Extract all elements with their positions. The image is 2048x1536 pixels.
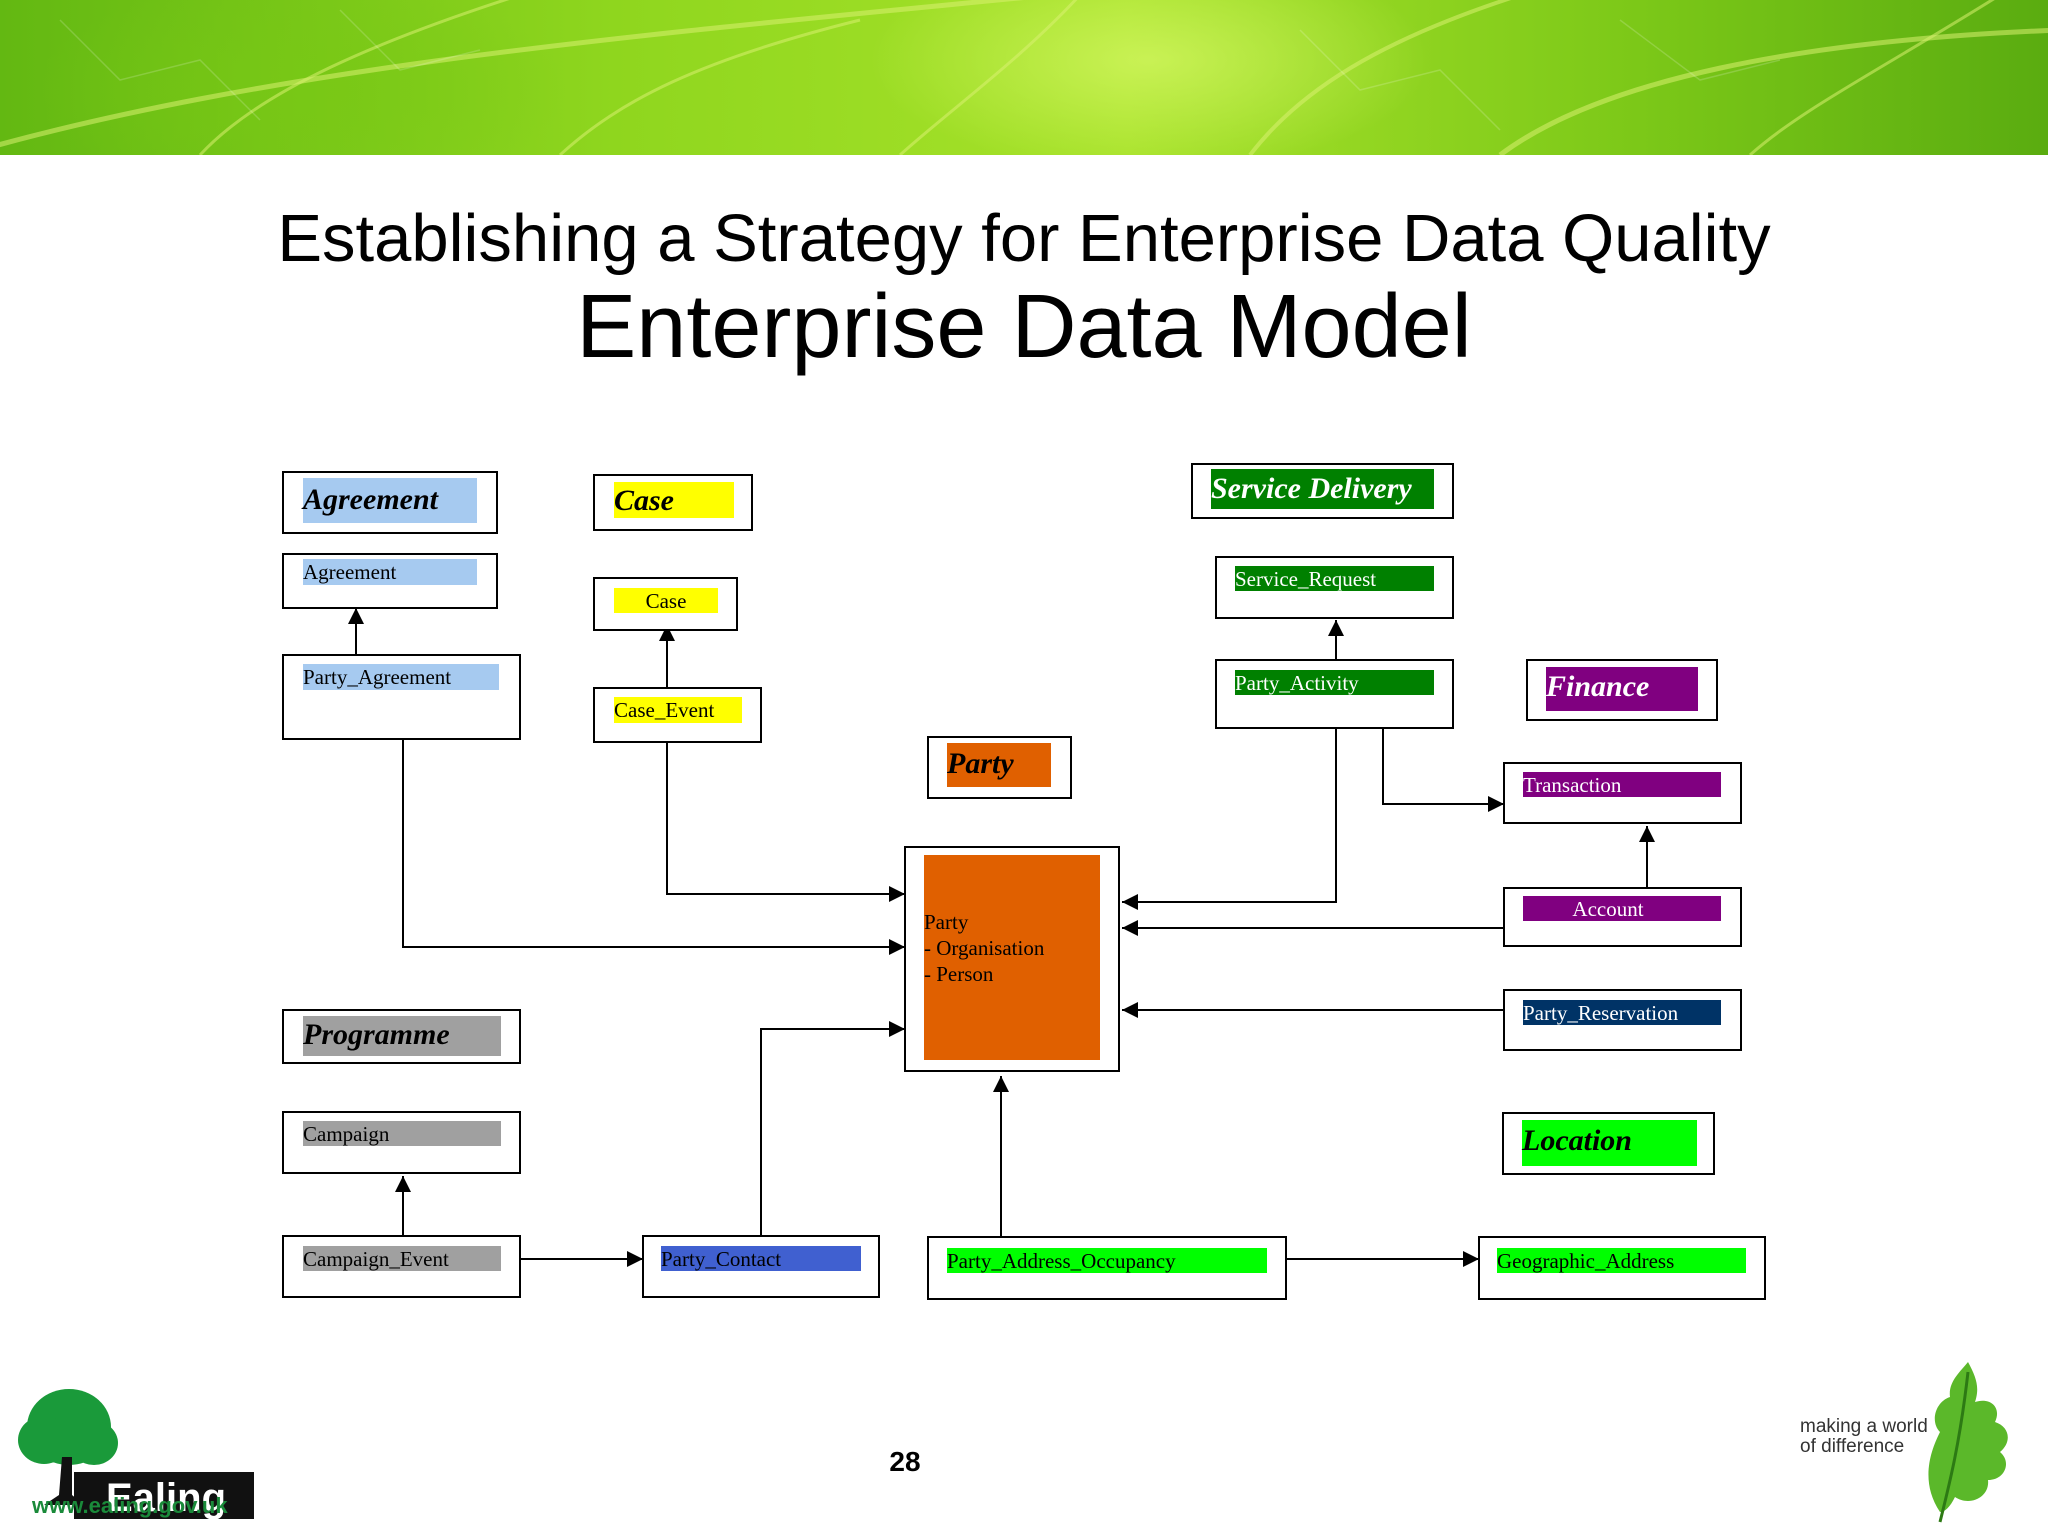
- website-link[interactable]: www.ealing.gov.uk: [32, 1493, 228, 1518]
- group-header-service-delivery: Service Delivery: [1191, 463, 1454, 519]
- leaf-banner: [0, 0, 2048, 155]
- entity-campaign: Campaign: [282, 1111, 521, 1174]
- entity-label-party-address-occupancy: Party_Address_Occupancy: [947, 1249, 1176, 1273]
- tree-icon: Ealing: [18, 1389, 256, 1520]
- entity-label-transaction: Transaction: [1523, 773, 1622, 797]
- entity-party-activity: Party_Activity: [1215, 659, 1454, 729]
- group-header-case: Case: [593, 474, 753, 531]
- connectors: [348, 608, 1655, 1267]
- group-label-agreement: Agreement: [301, 483, 440, 516]
- making-a-world-of-difference-logo: making a world of difference: [1790, 1362, 2030, 1527]
- entity-account: Account: [1503, 887, 1742, 947]
- entity-label-campaign: Campaign: [303, 1122, 390, 1146]
- entity-party-contact: Party_Contact: [642, 1235, 880, 1298]
- entity-case-event: Case_Event: [593, 687, 762, 743]
- connector-party-agreement-to-party: [402, 740, 905, 955]
- party-entity-line-2: - Organisation: [924, 936, 1045, 960]
- entity-service-request: Service_Request: [1215, 556, 1454, 619]
- group-label-party: Party: [946, 747, 1014, 780]
- tagline-line-1: making a world: [1800, 1416, 1928, 1437]
- entity-party-agreement: Party_Agreement: [282, 654, 521, 740]
- entity-label-party-contact: Party_Contact: [661, 1247, 781, 1271]
- slide-title: Enterprise Data Model: [576, 277, 1472, 377]
- group-label-service-delivery: Service Delivery: [1211, 472, 1412, 505]
- group-header-programme: Programme: [282, 1009, 521, 1064]
- group-label-finance: Finance: [1545, 670, 1649, 703]
- party-entity-line-3: - Person: [924, 962, 994, 986]
- group-header-location: Location: [1502, 1112, 1715, 1175]
- slide-subtitle: Establishing a Strategy for Enterprise D…: [277, 201, 1771, 276]
- entity-label-party-activity: Party_Activity: [1235, 671, 1359, 695]
- page-number: 28: [889, 1446, 921, 1477]
- connector-party-contact-to-party: [760, 1021, 905, 1236]
- group-label-location: Location: [1521, 1124, 1632, 1157]
- entity-transaction: Transaction: [1503, 762, 1742, 824]
- group-label-programme: Programme: [302, 1018, 450, 1051]
- connector-party-activity-to-transaction: [1382, 728, 1504, 812]
- entity-label-geographic-address: Geographic_Address: [1497, 1249, 1674, 1273]
- entity-label-account: Account: [1572, 897, 1643, 921]
- ealing-wordmark: Ealing: [106, 1476, 226, 1520]
- entity-label-service-request: Service_Request: [1235, 567, 1376, 591]
- entity-label-case: Case: [646, 589, 687, 613]
- entity-label-party-agreement: Party_Agreement: [303, 665, 451, 689]
- group-label-case: Case: [614, 484, 674, 517]
- entity-agreement: Agreement: [282, 553, 498, 609]
- entity-label-case-event: Case_Event: [614, 698, 714, 722]
- leaf-veins-graphic: [0, 0, 2048, 155]
- entity-label-agreement: Agreement: [303, 560, 396, 584]
- group-header-agreement: Agreement: [282, 471, 498, 534]
- ealing-logo: Ealing: [14, 1385, 256, 1525]
- tagline-line-2: of difference: [1800, 1436, 1904, 1457]
- oak-leaf-icon: making a world of difference: [1800, 1362, 2008, 1523]
- group-header-party: Party: [927, 736, 1072, 799]
- entity-label-party-reservation: Party_Reservation: [1523, 1001, 1679, 1025]
- entity-geographic-address: Geographic_Address: [1478, 1236, 1766, 1300]
- connector-case-event-to-party: [666, 742, 905, 902]
- connector-party-activity-to-party: [1122, 728, 1337, 910]
- entity-party-reservation: Party_Reservation: [1503, 989, 1742, 1051]
- group-header-finance: Finance: [1526, 659, 1718, 721]
- entity-party-address-occupancy: Party_Address_Occupancy: [927, 1236, 1287, 1300]
- entity-party: Party - Organisation - Person: [904, 846, 1120, 1072]
- party-entity-line-1: Party: [924, 910, 969, 934]
- entity-case: Case: [593, 577, 738, 631]
- entity-label-campaign-event: Campaign_Event: [303, 1247, 449, 1271]
- entity-campaign-event: Campaign_Event: [282, 1235, 521, 1298]
